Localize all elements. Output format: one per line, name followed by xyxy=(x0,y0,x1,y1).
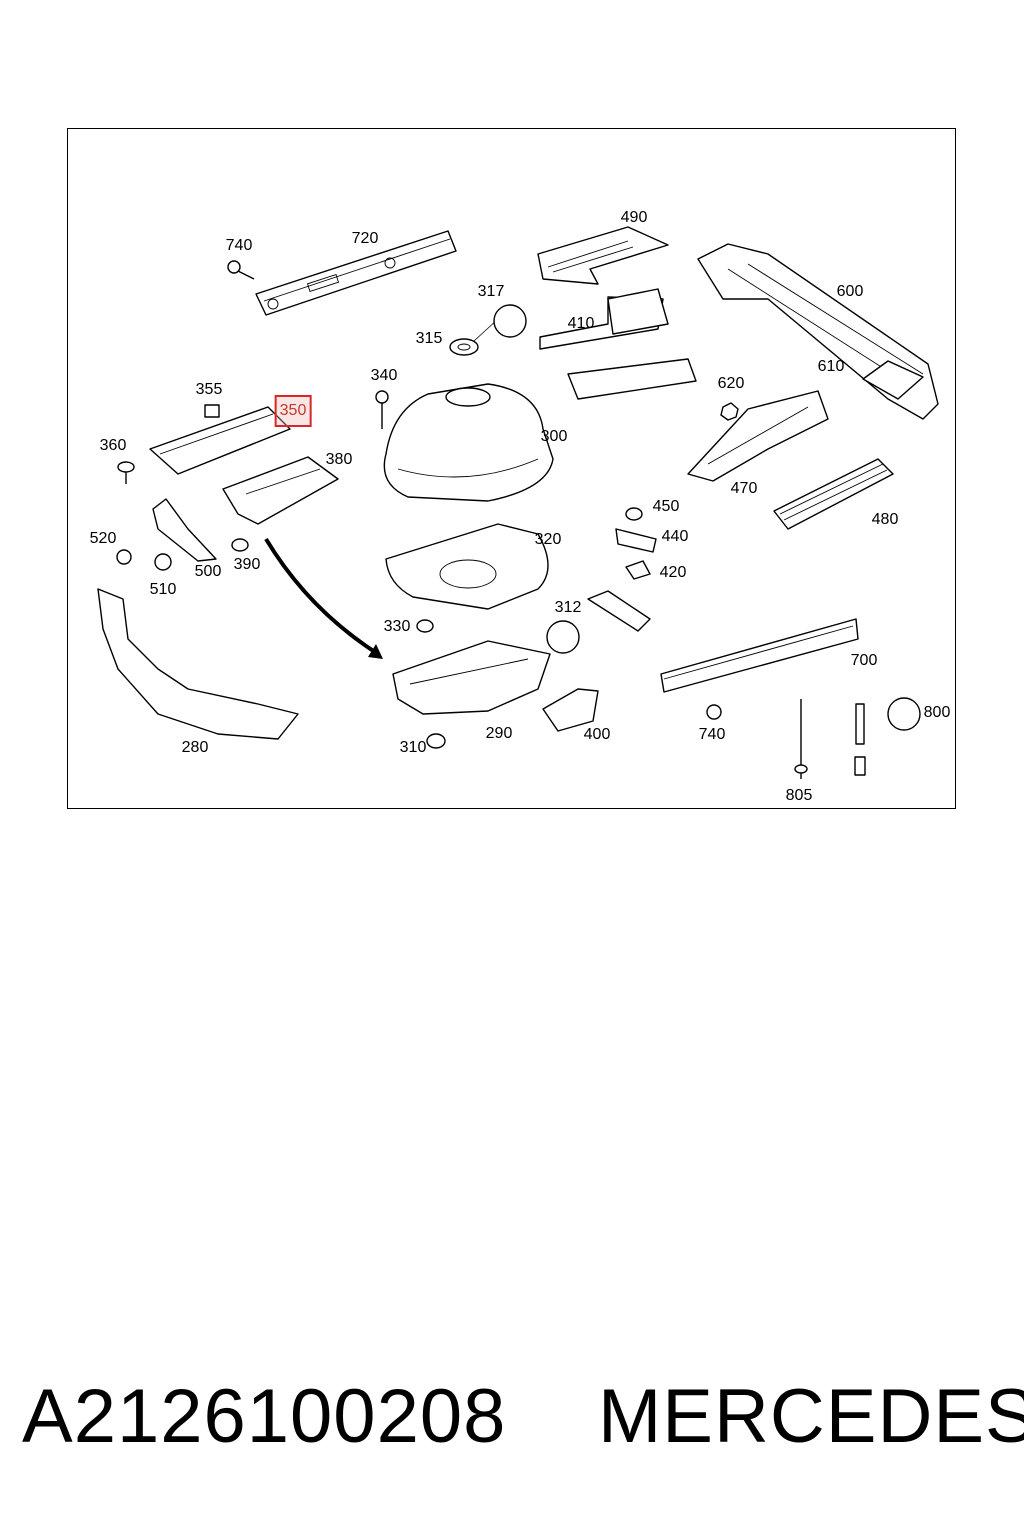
part-290-floor-pan xyxy=(392,640,551,715)
callout-label: 490 xyxy=(620,209,648,226)
part-500-bracket xyxy=(152,498,217,562)
part-390-bumper xyxy=(231,538,249,552)
callout-label: 390 xyxy=(233,556,261,573)
part-490-bracket xyxy=(537,226,669,285)
callout-label: 470 xyxy=(730,480,758,497)
callout-label: 500 xyxy=(194,563,222,580)
callout-label: 320 xyxy=(534,531,562,548)
assembly-arrow xyxy=(264,537,383,659)
part-800-fasteners xyxy=(854,697,921,776)
part-400-box xyxy=(542,688,599,732)
part-450-nut xyxy=(625,507,643,521)
part-320-plate xyxy=(385,523,549,610)
part-610-plate xyxy=(862,360,924,400)
callout-label: 420 xyxy=(659,564,687,581)
callout-label: 610 xyxy=(817,358,845,375)
part-470-bracket xyxy=(687,390,829,482)
callout-label: 520 xyxy=(89,530,117,547)
part-360-push-pin xyxy=(117,461,135,484)
callout-label: 620 xyxy=(717,375,745,392)
part-620-nut xyxy=(720,402,739,421)
part-720-cross-member xyxy=(255,230,457,316)
callout-label: 805 xyxy=(785,787,813,804)
callout-label: 280 xyxy=(181,739,209,756)
callout-label: 400 xyxy=(583,726,611,743)
callout-label: 440 xyxy=(661,528,689,545)
part-350-tray xyxy=(149,406,291,475)
part-700-beam xyxy=(660,618,859,693)
callout-label: 317 xyxy=(477,283,505,300)
part-312-tube xyxy=(546,590,651,654)
part-740-bolt-bottom xyxy=(706,704,722,720)
callout-label: 740 xyxy=(225,237,253,254)
callout-label: 410 xyxy=(567,315,595,332)
part-280-trim xyxy=(97,588,299,740)
callout-label: 330 xyxy=(383,618,411,635)
part-380-panel xyxy=(222,456,339,525)
callout-label: 312 xyxy=(554,599,582,616)
callout-label: 450 xyxy=(652,498,680,515)
callout-label: 355 xyxy=(195,381,223,398)
part-520-fastener xyxy=(116,549,132,565)
callout-label: 510 xyxy=(149,581,177,598)
parts-diagram-drawing xyxy=(97,226,939,779)
callout-label: 290 xyxy=(485,725,513,742)
callout-label: 700 xyxy=(850,652,878,669)
part-510-fastener xyxy=(154,553,172,571)
part-340-bolt xyxy=(375,390,389,429)
part-740-bolt-top xyxy=(227,260,255,280)
part-300-wheel-well xyxy=(383,383,554,502)
part-805-stud xyxy=(794,699,808,779)
part-330-bumper xyxy=(416,619,434,633)
part-355-clip xyxy=(204,404,220,418)
part-480-rail xyxy=(773,458,894,530)
parts-diagram-frame: 740 720 490 317 600 410 315 340 610 620 … xyxy=(67,128,956,809)
callout-label: 340 xyxy=(370,367,398,384)
part-315-grommet xyxy=(449,318,499,356)
callout-label: 800 xyxy=(923,704,951,721)
callout-label: 315 xyxy=(415,330,443,347)
footer-brand: MERCEDES xyxy=(598,1374,1024,1459)
callout-label: 310 xyxy=(399,739,427,756)
part-440-clip xyxy=(615,528,657,553)
part-317-detail-circle xyxy=(493,304,527,338)
footer-part-number: A2126100208 xyxy=(22,1374,507,1459)
callout-label: 740 xyxy=(698,726,726,743)
callout-label: 360 xyxy=(99,437,127,454)
part-420-bracket xyxy=(625,560,651,580)
callout-label: 720 xyxy=(351,230,379,247)
callout-label: 600 xyxy=(836,283,864,300)
callout-label: 300 xyxy=(540,428,568,445)
callout-label: 380 xyxy=(325,451,353,468)
highlighted-callout-350[interactable]: 350 xyxy=(274,395,312,427)
part-310-grommet xyxy=(426,733,446,749)
part-410-support xyxy=(539,288,697,400)
callout-label: 480 xyxy=(871,511,899,528)
